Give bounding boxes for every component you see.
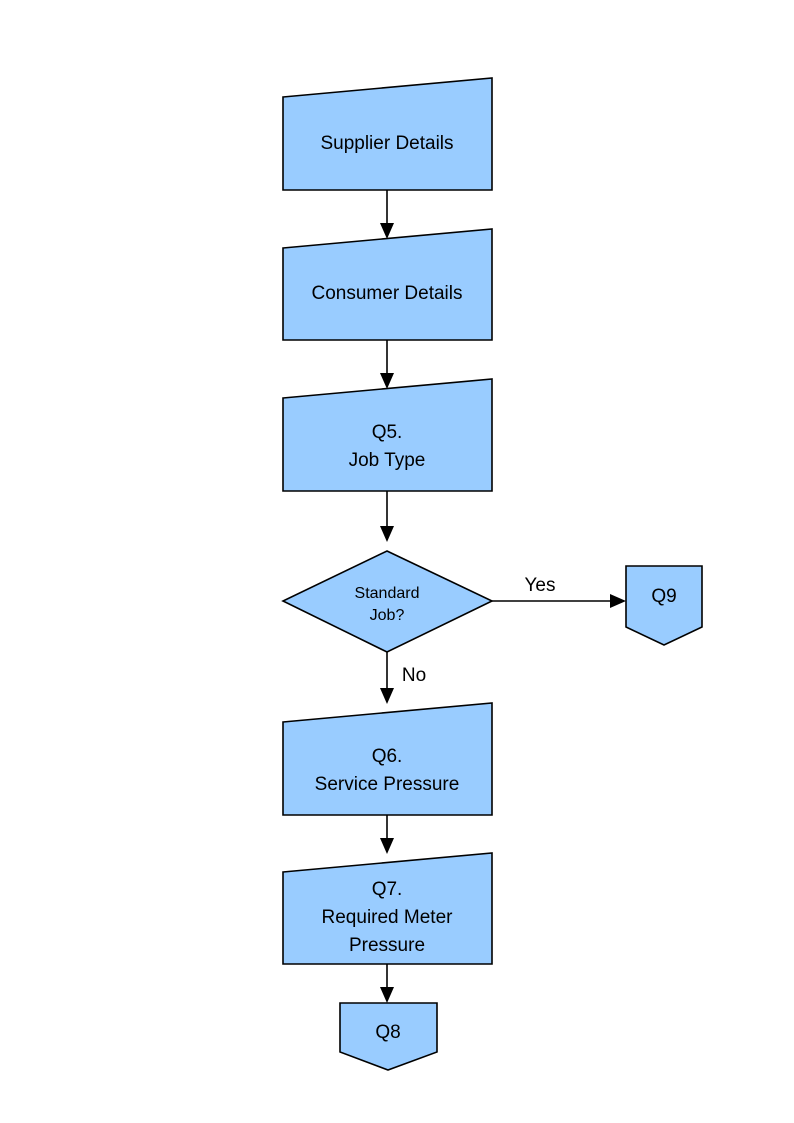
node-q8[interactable]: Q8 [339, 1002, 438, 1071]
q5-label-line1: Q5. [372, 422, 403, 443]
arrow-head-icon [380, 223, 394, 239]
connector-q5-to-decision [380, 491, 394, 542]
connector-decision-to-q6-no: No [380, 652, 426, 704]
q7-label-line2: Required Meter [322, 907, 454, 928]
q7-required-meter-pressure-shape[interactable] [282, 852, 493, 965]
node-q6-service-pressure[interactable]: Q6. Service Pressure [282, 702, 493, 816]
q7-label-line1: Q7. [372, 879, 403, 900]
consumer-details-shape[interactable] [282, 228, 493, 341]
node-q5-job-type[interactable]: Q5. Job Type [282, 378, 493, 492]
arrow-head-icon [380, 688, 394, 704]
edge-label-yes: Yes [525, 575, 556, 596]
q6-label-line1: Q6. [372, 746, 403, 767]
node-supplier-details[interactable]: Supplier Details [282, 77, 493, 191]
q9-label: Q9 [651, 586, 676, 607]
q6-label-line2: Service Pressure [315, 774, 460, 795]
q8-label: Q8 [375, 1022, 400, 1043]
node-consumer-details[interactable]: Consumer Details [282, 228, 493, 341]
supplier-details-shape[interactable] [282, 77, 493, 191]
q7-label-line3: Pressure [349, 935, 425, 956]
connector-q7-to-q8 [380, 964, 394, 1003]
q5-label-line2: Job Type [349, 450, 426, 471]
decision-label-line1: Standard [355, 585, 420, 602]
node-q7-required-meter-pressure[interactable]: Q7. Required Meter Pressure [282, 852, 493, 965]
connector-q6-to-q7 [380, 815, 394, 854]
arrow-head-icon [380, 373, 394, 389]
node-standard-job-decision[interactable]: Standard Job? [281, 550, 494, 653]
connector-supplier-to-consumer [380, 190, 394, 239]
node-q9[interactable]: Q9 [625, 565, 703, 646]
connector-consumer-to-q5 [380, 340, 394, 389]
arrow-head-icon [380, 987, 394, 1003]
decision-label-line2: Job? [370, 607, 405, 624]
consumer-details-label: Consumer Details [312, 283, 463, 304]
q6-service-pressure-shape[interactable] [282, 702, 493, 816]
supplier-details-label: Supplier Details [320, 133, 453, 154]
arrow-head-icon [380, 526, 394, 542]
edge-label-no: No [402, 665, 426, 686]
arrow-head-icon [380, 838, 394, 854]
q8-shape[interactable] [339, 1002, 438, 1071]
q5-job-type-shape[interactable] [282, 378, 493, 492]
arrow-head-icon [610, 594, 626, 608]
connector-decision-to-q9-yes: Yes [492, 575, 626, 608]
q9-shape[interactable] [625, 565, 703, 646]
